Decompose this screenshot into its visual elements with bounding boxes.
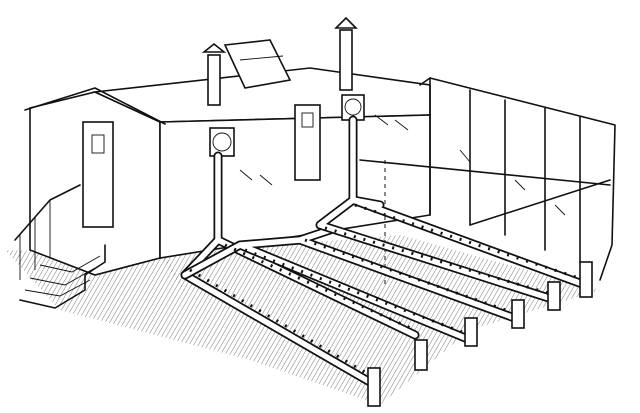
chimney-left xyxy=(201,42,227,106)
greenhouse-frame xyxy=(359,77,616,285)
vent-fan-left xyxy=(209,127,235,157)
chimney-right xyxy=(334,16,358,91)
solar-collector xyxy=(223,39,292,89)
stairs xyxy=(14,184,106,309)
door-center xyxy=(294,104,321,181)
riser-pipes xyxy=(367,261,593,407)
airflow-arrows xyxy=(239,114,566,216)
roof-features xyxy=(201,16,365,157)
door-left xyxy=(82,121,114,228)
air-duct-system xyxy=(180,115,593,407)
